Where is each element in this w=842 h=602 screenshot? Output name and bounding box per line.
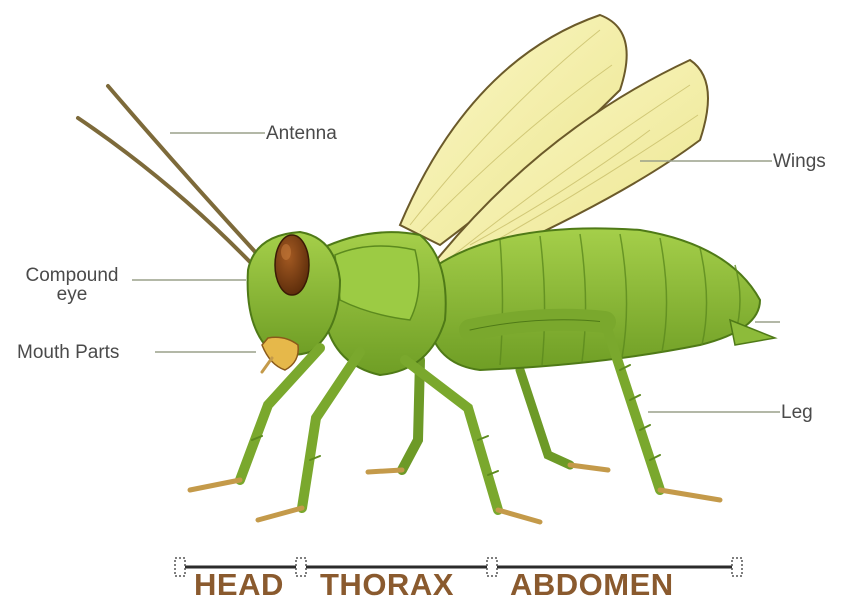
segment-marker-abdomen-end xyxy=(732,558,742,576)
compound-eye xyxy=(275,235,309,295)
segment-marker-head-thorax xyxy=(296,558,306,576)
segment-thorax-label: THORAX xyxy=(320,569,454,600)
far-legs xyxy=(368,360,608,472)
segment-marker-thorax-abdomen xyxy=(487,558,497,576)
antenna-label: Antenna xyxy=(266,124,337,143)
head xyxy=(248,232,340,372)
leg-label: Leg xyxy=(781,403,813,422)
segment-head-label: HEAD xyxy=(194,569,284,600)
near-legs xyxy=(190,348,540,522)
mouth-parts-label: Mouth Parts xyxy=(17,343,119,362)
wings-label: Wings xyxy=(773,152,826,171)
segment-marker-head-start xyxy=(175,558,185,576)
antenna-back xyxy=(108,86,258,255)
antenna-front xyxy=(78,118,250,262)
compound-eye-label-line2: eye xyxy=(10,285,134,304)
segment-abdomen-label: ABDOMEN xyxy=(510,569,674,600)
compound-eye-label-line1: Compound xyxy=(10,266,134,285)
compound-eye-label: Compound eye xyxy=(10,266,134,304)
abdomen xyxy=(430,228,775,370)
antennae xyxy=(78,86,258,262)
